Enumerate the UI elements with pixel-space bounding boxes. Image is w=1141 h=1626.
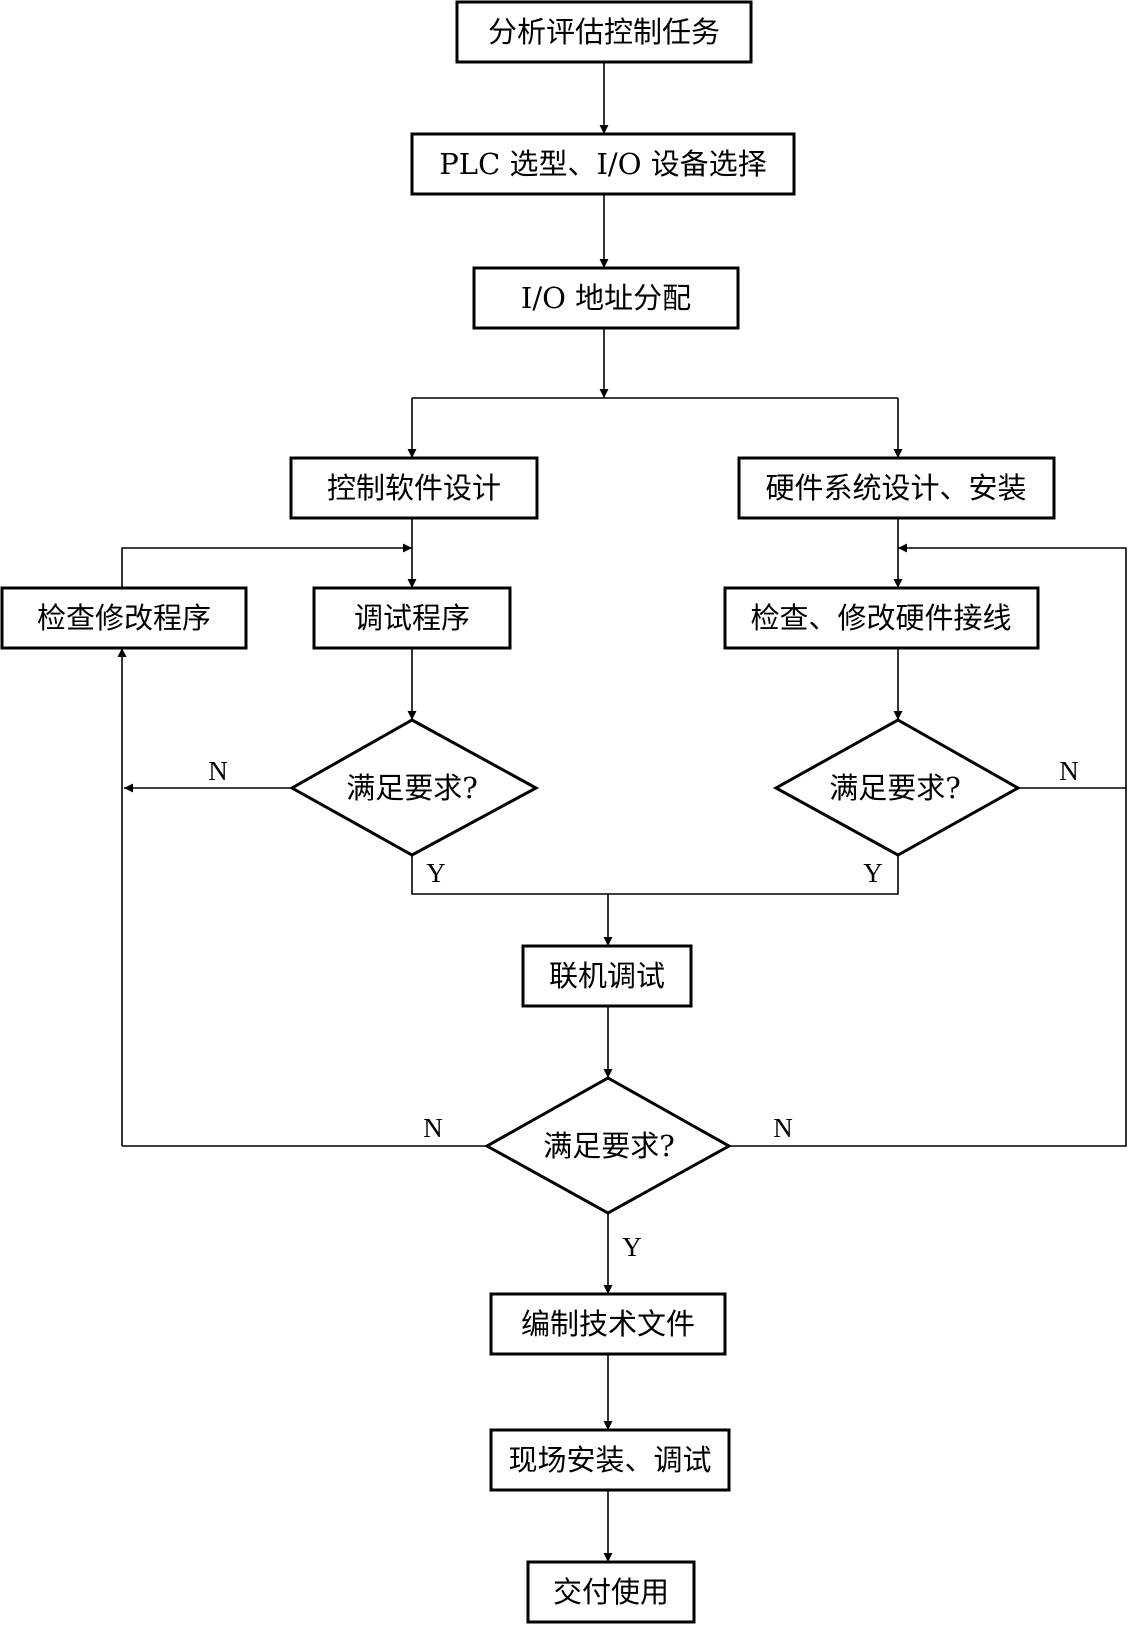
line-left-decision-yes xyxy=(411,855,899,895)
label-left-yes: Y xyxy=(426,858,446,888)
line-joint-no-right xyxy=(729,788,1127,1147)
node-fix-program: 检查修改程序 xyxy=(0,586,248,650)
node-software-design: 控制软件设计 xyxy=(289,456,539,520)
node-write-docs-label: 编制技术文件 xyxy=(521,1307,695,1341)
label-joint-no-left: N xyxy=(423,1113,443,1143)
node-io-assign-label: I/O 地址分配 xyxy=(521,281,691,315)
node-fix-program-label: 检查修改程序 xyxy=(37,601,211,635)
decision-left: 满足要求? xyxy=(288,718,540,857)
decision-left-label: 满足要求? xyxy=(346,771,478,805)
decision-joint: 满足要求? xyxy=(483,1076,733,1215)
node-joint-debug-label: 联机调试 xyxy=(549,959,665,993)
decision-right: 满足要求? xyxy=(772,718,1022,857)
node-hardware-design: 硬件系统设计、安装 xyxy=(737,456,1056,520)
label-right-no: N xyxy=(1059,756,1079,786)
decision-right-label: 满足要求? xyxy=(829,771,961,805)
node-debug-program-label: 调试程序 xyxy=(354,601,470,635)
node-joint-debug: 联机调试 xyxy=(521,944,693,1008)
node-site-install-label: 现场安装、调试 xyxy=(508,1443,711,1477)
label-right-yes: Y xyxy=(863,858,883,888)
node-debug-program: 调试程序 xyxy=(312,586,512,650)
node-hardware-design-label: 硬件系统设计、安装 xyxy=(765,471,1026,505)
node-software-design-label: 控制软件设计 xyxy=(327,471,501,505)
line-right-decision-no-return xyxy=(898,543,1127,789)
node-io-assign: I/O 地址分配 xyxy=(472,266,740,330)
node-fix-wiring-label: 检查、修改硬件接线 xyxy=(750,601,1011,635)
label-joint-yes: Y xyxy=(622,1232,642,1262)
node-write-docs: 编制技术文件 xyxy=(489,1292,727,1356)
node-analyze: 分析评估控制任务 xyxy=(455,0,753,64)
node-fix-wiring: 检查、修改硬件接线 xyxy=(723,586,1040,650)
node-site-install: 现场安装、调试 xyxy=(489,1428,731,1492)
node-plc-select: PLC 选型、I/O 设备选择 xyxy=(410,132,796,196)
node-deliver-label: 交付使用 xyxy=(553,1575,669,1609)
node-deliver: 交付使用 xyxy=(526,1560,696,1624)
node-analyze-label: 分析评估控制任务 xyxy=(488,15,720,49)
connectors xyxy=(117,62,1127,1562)
line-fix-program-return xyxy=(121,543,412,588)
label-joint-no-right: N xyxy=(773,1113,793,1143)
node-plc-select-label: PLC 选型、I/O 设备选择 xyxy=(439,147,766,181)
decision-joint-label: 满足要求? xyxy=(543,1129,675,1163)
label-left-no: N xyxy=(208,756,228,786)
